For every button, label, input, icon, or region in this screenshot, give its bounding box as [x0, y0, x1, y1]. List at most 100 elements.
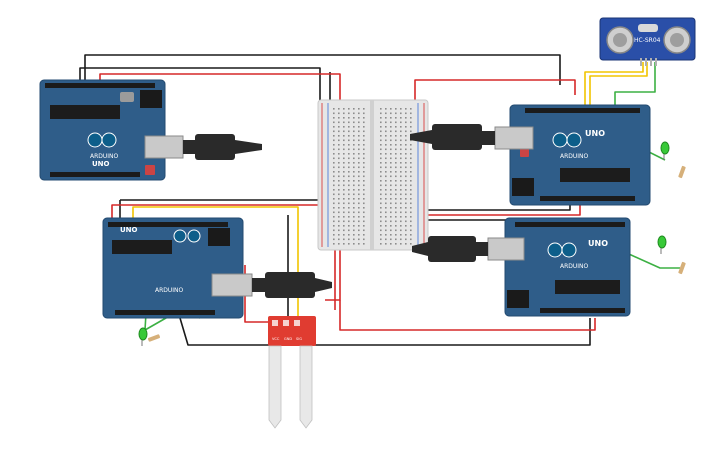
led-2[interactable] — [657, 235, 667, 254]
led-1[interactable] — [660, 141, 670, 160]
breadboard-hole — [358, 198, 360, 200]
breadboard-hole — [353, 234, 355, 236]
breadboard-hole — [385, 189, 387, 191]
breadboard-hole — [353, 130, 355, 133]
breadboard-hole — [380, 180, 382, 182]
breadboard-hole — [390, 238, 392, 241]
breadboard-hole — [343, 229, 345, 232]
breadboard-hole — [333, 144, 335, 146]
breadboard-hole — [400, 171, 402, 173]
arduino-1-brand: ARDUINO — [90, 153, 119, 160]
breadboard-hole — [390, 117, 392, 119]
breadboard-hole — [363, 162, 365, 164]
breadboard-hole — [395, 112, 397, 115]
arduino-board-4[interactable]: UNO ARDUINO — [504, 217, 631, 317]
breadboard-hole — [380, 157, 382, 160]
breadboard-hole — [380, 225, 382, 227]
ultrasonic-sensor[interactable]: HC-SR04 — [599, 17, 696, 66]
breadboard-hole — [348, 184, 350, 187]
breadboard-hole — [410, 130, 412, 133]
wire-black — [179, 317, 591, 346]
breadboard-hole — [390, 225, 392, 227]
breadboard-hole — [405, 193, 407, 196]
breadboard-hole — [363, 130, 365, 133]
breadboard-hole — [338, 198, 340, 200]
breadboard-hole — [333, 135, 335, 137]
breadboard-hole — [395, 225, 397, 227]
breadboard-hole — [385, 211, 387, 214]
led-3[interactable] — [138, 327, 148, 346]
breadboard-hole — [380, 126, 382, 128]
breadboard-hole — [395, 184, 397, 187]
breadboard-hole — [353, 189, 355, 191]
breadboard-hole — [390, 112, 392, 115]
breadboard-hole — [410, 175, 412, 178]
breadboard-hole — [400, 229, 402, 232]
breadboard-hole — [358, 135, 360, 137]
breadboard-hole — [348, 243, 350, 245]
arduino-2-brand: ARDUINO — [155, 287, 184, 294]
breadboard-hole — [338, 207, 340, 209]
breadboard-hole — [380, 130, 382, 133]
breadboard-hole — [363, 180, 365, 182]
breadboard-hole — [400, 243, 402, 245]
breadboard-hole — [405, 157, 407, 160]
breadboard-hole — [353, 243, 355, 245]
arduino-board-1[interactable]: ARDUINO UNO — [39, 79, 166, 181]
breadboard-hole — [348, 135, 350, 137]
breadboard-hole — [395, 238, 397, 241]
breadboard-hole — [380, 234, 382, 236]
breadboard-hole — [385, 180, 387, 182]
breadboard-hole — [358, 175, 360, 178]
breadboard[interactable] — [317, 99, 429, 251]
breadboard-hole — [343, 202, 345, 205]
breadboard-hole — [380, 121, 382, 124]
breadboard-hole — [405, 189, 407, 191]
breadboard-hole — [363, 112, 365, 115]
arduino-board-3[interactable]: UNO ARDUINO — [509, 104, 651, 206]
breadboard-hole — [343, 189, 345, 191]
breadboard-hole — [363, 144, 365, 146]
breadboard-hole — [338, 166, 340, 169]
breadboard-hole — [400, 121, 402, 124]
breadboard-hole — [400, 144, 402, 146]
breadboard-hole — [395, 153, 397, 155]
soil-moisture-sensor[interactable]: VCC GND SIG — [268, 316, 316, 429]
breadboard-hole — [363, 148, 365, 151]
breadboard-hole — [363, 193, 365, 196]
breadboard-hole — [363, 189, 365, 191]
breadboard-hole — [333, 225, 335, 227]
breadboard-hole — [395, 157, 397, 160]
breadboard-hole — [353, 126, 355, 128]
breadboard-hole — [343, 148, 345, 151]
breadboard-hole — [338, 202, 340, 205]
breadboard-hole — [400, 202, 402, 205]
breadboard-hole — [390, 216, 392, 218]
breadboard-hole — [333, 180, 335, 182]
breadboard-hole — [380, 243, 382, 245]
breadboard-hole — [348, 144, 350, 146]
breadboard-hole — [343, 139, 345, 142]
arduino-4-logo: UNO — [588, 239, 608, 248]
breadboard-hole — [333, 243, 335, 245]
breadboard-hole — [333, 220, 335, 223]
breadboard-hole — [338, 130, 340, 133]
breadboard-hole — [338, 234, 340, 236]
breadboard-hole — [333, 121, 335, 124]
breadboard-hole — [400, 189, 402, 191]
breadboard-hole — [410, 148, 412, 151]
breadboard-hole — [353, 193, 355, 196]
breadboard-hole — [353, 220, 355, 223]
breadboard-hole — [395, 220, 397, 223]
breadboard-hole — [410, 112, 412, 115]
breadboard-hole — [338, 175, 340, 178]
breadboard-hole — [338, 126, 340, 128]
breadboard-hole — [410, 108, 412, 110]
breadboard-hole — [395, 229, 397, 232]
arduino-board-2[interactable]: ARDUINO UNO — [102, 217, 244, 319]
breadboard-hole — [353, 175, 355, 178]
breadboard-hole — [363, 184, 365, 187]
breadboard-hole — [405, 207, 407, 209]
breadboard-hole — [400, 234, 402, 236]
breadboard-hole — [338, 211, 340, 214]
